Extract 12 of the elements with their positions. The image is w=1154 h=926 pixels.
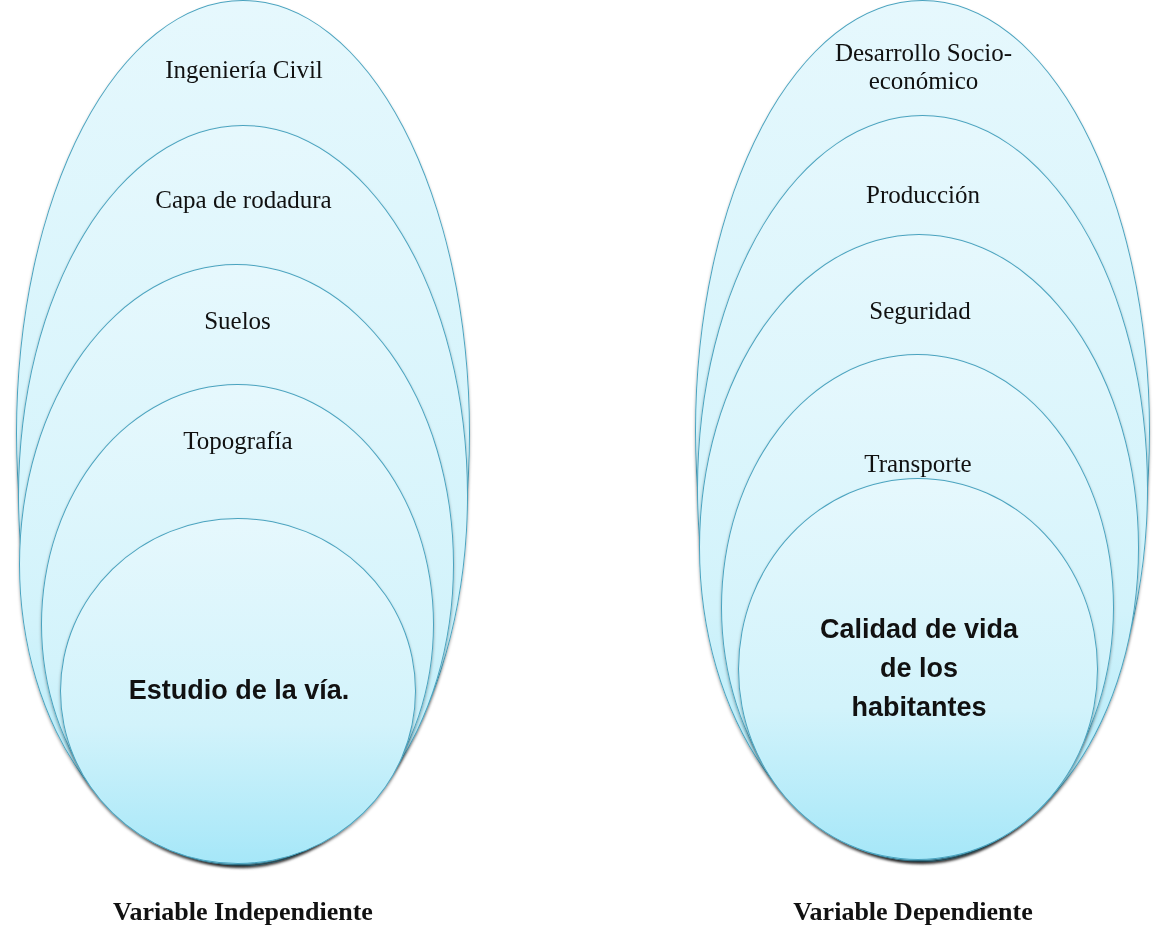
ring-label: Ingeniería Civil (164, 56, 324, 84)
caption-text: Variable Dependiente (793, 897, 1033, 926)
ring-label: Producción (865, 180, 981, 209)
ring-label: Topografía (182, 426, 294, 455)
ring-label: Suelos (203, 307, 272, 335)
ring-label: Capa de rodadura (154, 185, 333, 214)
center-label: Estudio de la vía. (127, 674, 351, 708)
ring-label: Seguridad (868, 297, 972, 325)
center-label: Calidad de vida de los habitantes (818, 613, 1020, 725)
caption-text: Variable Independiente (113, 897, 373, 926)
ring-label: Transporte (863, 449, 973, 478)
ring-label: Desarrollo Socio-económico (833, 39, 1013, 95)
